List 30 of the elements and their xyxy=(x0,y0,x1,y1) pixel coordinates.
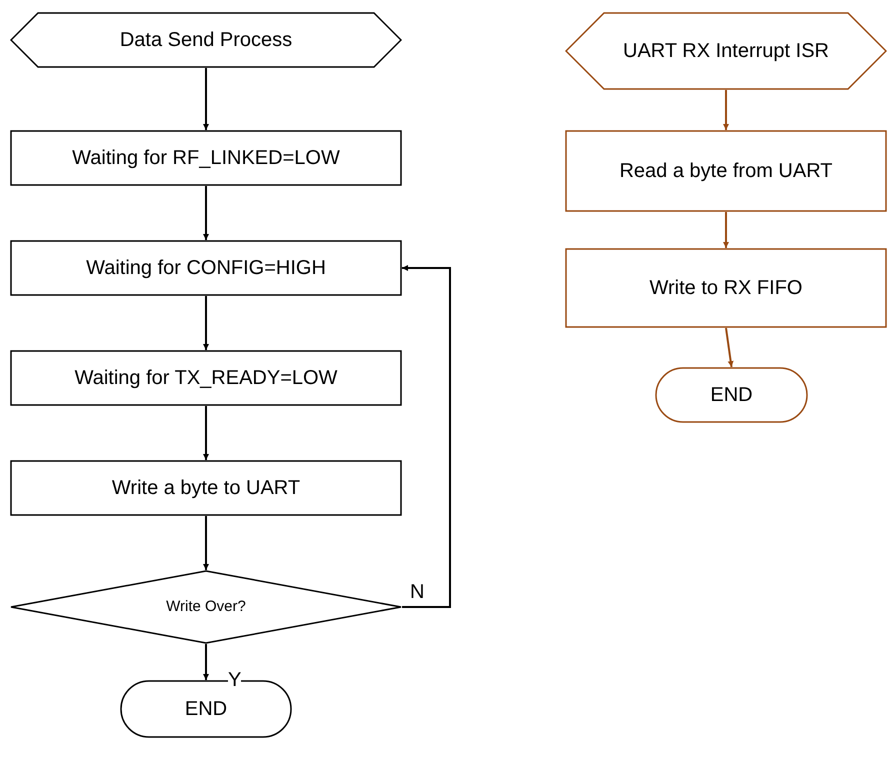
arrow xyxy=(402,265,451,608)
node-label: UART RX Interrupt ISR xyxy=(623,38,829,64)
node-label: Data Send Process xyxy=(120,28,292,52)
decision-diamond xyxy=(10,570,402,644)
node-label: Waiting for RF_LINKED=LOW xyxy=(72,146,340,170)
arrow xyxy=(203,186,209,240)
arrow xyxy=(723,90,729,130)
node-label: Write a byte to UART xyxy=(112,476,300,500)
arrow xyxy=(203,296,209,350)
node-label: Waiting for TX_READY=LOW xyxy=(74,366,338,390)
node-label: Write Over? xyxy=(166,598,246,616)
process-box xyxy=(565,248,887,328)
process-box xyxy=(10,350,402,406)
node-label: Write to RX FIFO xyxy=(650,276,802,300)
node-label: END xyxy=(710,382,753,408)
process-box xyxy=(10,130,402,186)
node-label: END xyxy=(184,696,228,722)
arrow xyxy=(203,644,209,680)
preparation-hexagon xyxy=(10,12,402,68)
arrow xyxy=(203,68,209,130)
arrow xyxy=(723,212,729,248)
process-box xyxy=(10,240,402,296)
arrow xyxy=(725,328,734,368)
preparation-hexagon xyxy=(565,12,887,90)
process-box xyxy=(565,130,887,212)
process-box xyxy=(10,460,402,516)
arrow xyxy=(203,516,209,570)
arrow xyxy=(203,406,209,460)
node-label: Waiting for CONFIG=HIGH xyxy=(86,256,326,280)
node-label: Read a byte from UART xyxy=(619,158,833,184)
